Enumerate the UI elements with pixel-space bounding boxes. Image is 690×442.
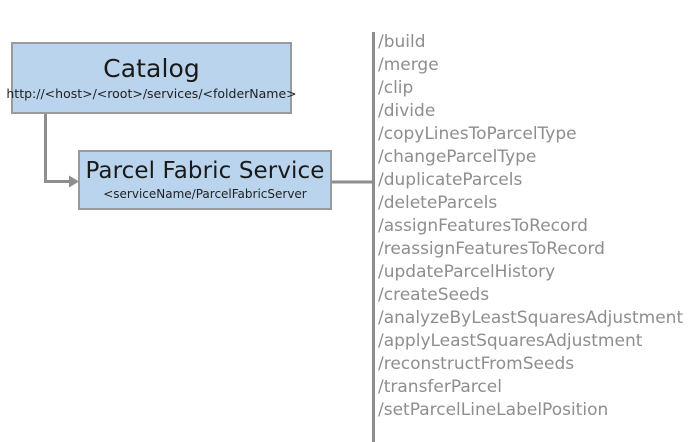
operation-item: /copyLinesToParcelType	[378, 124, 577, 144]
operation-item: /duplicateParcels	[378, 170, 523, 190]
operation-item: /transferParcel	[378, 377, 502, 397]
parcel-fabric-service-node: Parcel Fabric Service <serviceName/Parce…	[78, 150, 332, 210]
operation-item: /deleteParcels	[378, 193, 498, 213]
operation-item: /reassignFeaturesToRecord	[378, 239, 605, 259]
operation-item: /assignFeaturesToRecord	[378, 216, 588, 236]
operations-list: /build/merge/clip/divide/copyLinesToParc…	[378, 31, 683, 422]
service-title: Parcel Fabric Service	[85, 158, 325, 184]
operation-item: /merge	[378, 55, 439, 75]
catalog-to-service-connector	[44, 114, 69, 183]
operation-item: /changeParcelType	[378, 147, 537, 167]
operation-item: /divide	[378, 101, 436, 121]
service-url: <serviceName/ParcelFabricServer	[103, 187, 307, 201]
catalog-node: Catalog http://<host>/<root>/services/<f…	[6, 42, 297, 114]
operation-item: /reconstructFromSeeds	[378, 354, 575, 374]
catalog-title: Catalog	[103, 54, 200, 83]
operation-item: /clip	[378, 78, 414, 98]
operation-item: /applyLeastSquaresAdjustment	[378, 331, 643, 351]
catalog-url: http://<host>/<root>/services/<folderNam…	[6, 86, 297, 101]
operation-item: /updateParcelHistory	[378, 262, 556, 282]
operation-item: /build	[378, 32, 426, 52]
operation-item: /setParcelLineLabelPosition	[378, 400, 609, 420]
operation-item: /createSeeds	[378, 285, 490, 305]
operation-item: /analyzeByLeastSquaresAdjustment	[378, 308, 684, 328]
